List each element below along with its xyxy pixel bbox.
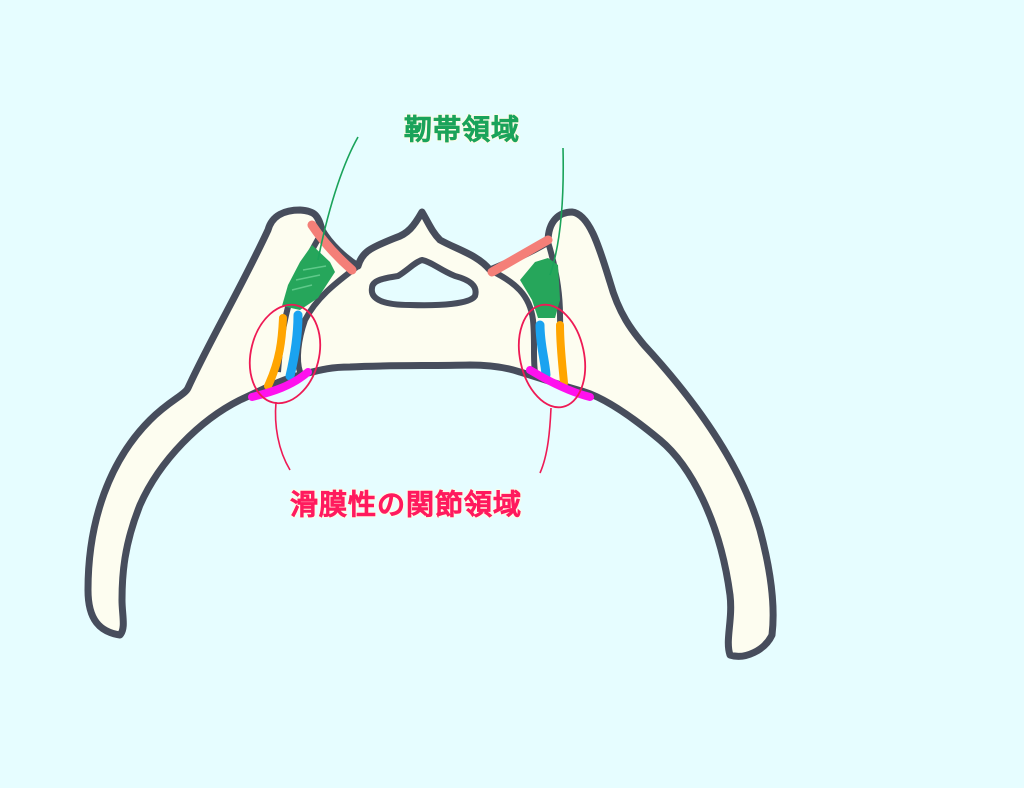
synovial-leader-left (274, 401, 291, 471)
right-capsule-magenta (526, 366, 594, 401)
ligament-fiber-strokes (291, 265, 327, 291)
left-capsule-magenta (248, 368, 312, 401)
ligament-region-label: 靭帯領域 (404, 113, 521, 147)
synovial-joint-region-label: 滑膜性の関節領域 (290, 488, 523, 522)
ligament-leader-right (549, 147, 565, 276)
vertebral-foramen (368, 257, 479, 309)
ligament-leader-left (317, 136, 359, 261)
right-ligament-band (487, 235, 553, 277)
right-joint-ellipse (517, 303, 587, 409)
right-articular-blue (535, 320, 551, 380)
left-ligament-band (307, 220, 357, 275)
right-body-edge (488, 267, 538, 373)
left-joint-ellipse (248, 303, 322, 405)
left-articular-blue (285, 310, 303, 381)
synovial-leader-right (539, 407, 552, 474)
bone-outline (84, 206, 777, 660)
left-articular-orange (264, 314, 287, 390)
right-articular-orange (556, 321, 568, 387)
